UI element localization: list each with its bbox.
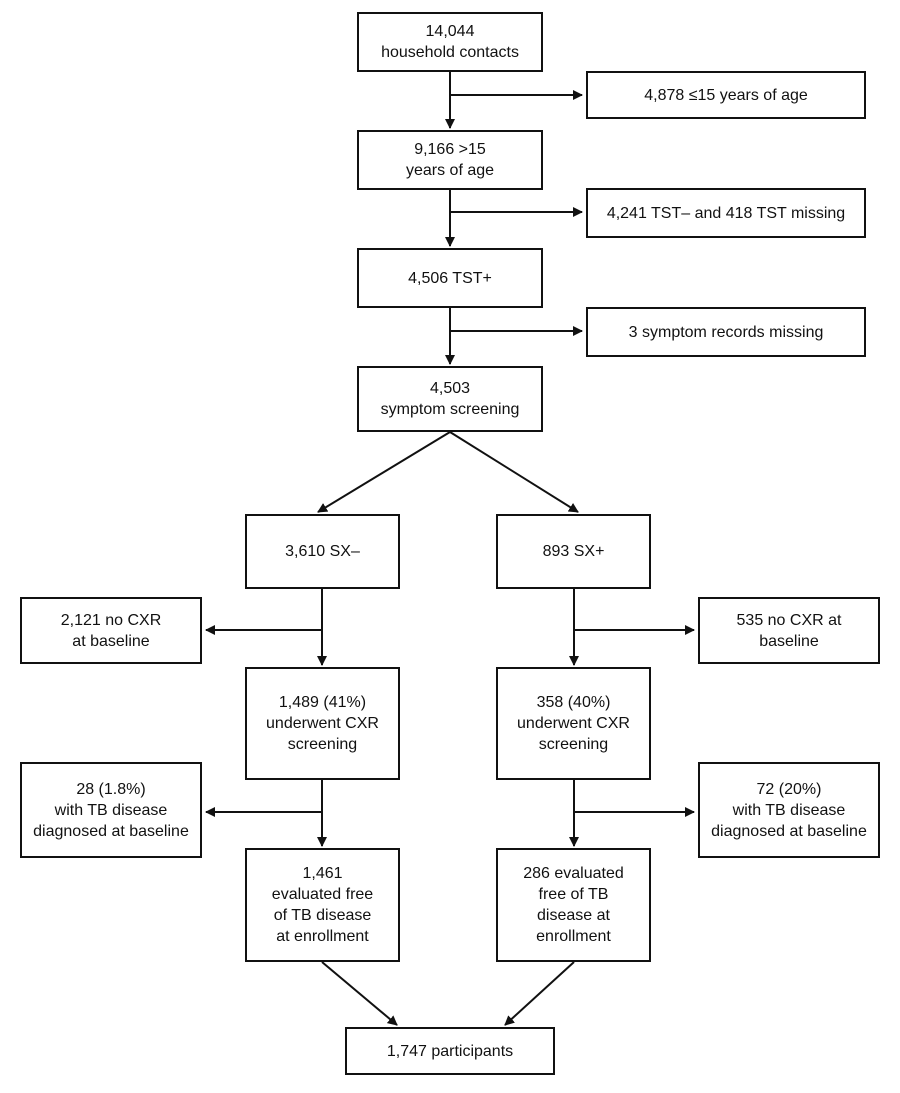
node-line: 4,506 TST+: [408, 269, 492, 287]
node-line: underwent CXR: [266, 715, 379, 732]
node-sx-negative: 3,610 SX–: [245, 514, 400, 589]
node-line: 14,044: [425, 23, 475, 40]
node-line: symptom screening: [380, 401, 520, 418]
node-line: diagnosed at baseline: [711, 822, 867, 840]
node-line: 28 (1.8%): [76, 780, 146, 798]
node-line: diagnosed at baseline: [33, 822, 189, 840]
node-line: at baseline: [72, 632, 150, 650]
node-line: 286 evaluated: [523, 865, 624, 882]
node-free-of-tb-left: 1,461 evaluated free of TB disease at enrol…: [245, 848, 400, 962]
node-symptom-records-missing: 3 symptom records missing: [586, 307, 866, 357]
node-line: 893 SX+: [542, 543, 605, 560]
node-line: household contacts: [381, 44, 519, 61]
node-line: with TB disease: [732, 801, 846, 819]
node-tst-positive: 4,506 TST+: [357, 248, 543, 308]
node-line: screening: [538, 736, 609, 753]
node-line: of TB disease: [273, 907, 372, 924]
node-tst-negative: 4,241 TST– and 418 TST missing: [586, 188, 866, 238]
node-line: 3,610 SX–: [285, 543, 360, 560]
node-over-15: 9,166 >15 years of age: [357, 130, 543, 190]
node-line: 4,878 ≤15 years of age: [644, 86, 808, 104]
node-cxr-screening-left: 1,489 (41%) underwent CXR screening: [245, 667, 400, 780]
node-line: at enrollment: [276, 928, 369, 945]
node-line: years of age: [405, 162, 495, 179]
node-line: 535 no CXR at: [736, 611, 842, 629]
node-line: underwent CXR: [517, 715, 630, 732]
node-line: 2,121 no CXR: [60, 611, 162, 629]
arrow-free-left-to-participants: [321, 961, 398, 1026]
node-symptom-screening: 4,503 symptom screening: [357, 366, 543, 432]
node-household-contacts: 14,044 household contacts: [357, 12, 543, 72]
node-cxr-screening-right: 358 (40%) underwent CXR screening: [496, 667, 651, 780]
node-line: 4,241 TST– and 418 TST missing: [606, 204, 846, 222]
node-line: 1,489 (41%): [278, 694, 367, 711]
arrow-screening-to-sxneg: [317, 431, 451, 513]
node-tb-diagnosed-left: 28 (1.8%) with TB disease diagnosed at bas…: [20, 762, 202, 858]
node-line: 9,166 >15: [414, 141, 486, 158]
node-line: 358 (40%): [536, 694, 611, 711]
node-line: 3 symptom records missing: [628, 323, 824, 341]
node-sx-positive: 893 SX+: [496, 514, 651, 589]
node-line: baseline: [759, 632, 819, 650]
node-under-15: 4,878 ≤15 years of age: [586, 71, 866, 119]
node-no-cxr-left: 2,121 no CXR at baseline: [20, 597, 202, 664]
arrow-free-right-to-participants: [504, 961, 575, 1026]
node-line: 1,747 participants: [386, 1042, 514, 1060]
node-line: disease at: [537, 907, 610, 924]
node-free-of-tb-right: 286 evaluated free of TB disease at enrollm…: [496, 848, 651, 962]
node-line: with TB disease: [54, 801, 168, 819]
node-line: free of TB: [538, 886, 609, 903]
node-line: evaluated free: [271, 886, 374, 903]
node-line: 4,503: [429, 380, 471, 397]
node-line: 1,461: [302, 865, 343, 882]
node-participants: 1,747 participants: [345, 1027, 555, 1075]
node-no-cxr-right: 535 no CXR at baseline: [698, 597, 880, 664]
node-line: enrollment: [536, 928, 611, 945]
node-line: screening: [287, 736, 358, 753]
node-line: 72 (20%): [756, 780, 822, 798]
node-tb-diagnosed-right: 72 (20%) with TB disease diagnosed at base…: [698, 762, 880, 858]
arrow-screening-to-sxpos: [449, 431, 579, 513]
